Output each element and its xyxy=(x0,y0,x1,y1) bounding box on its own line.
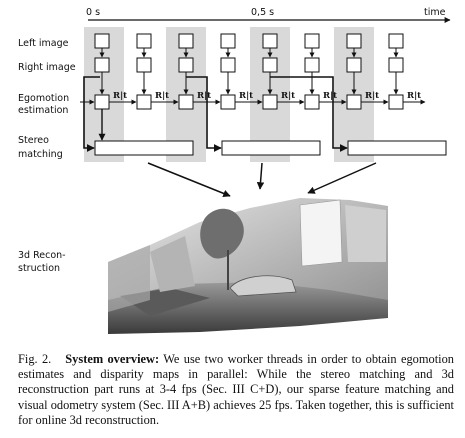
rt-label-6: R|t xyxy=(323,91,337,101)
left-image-box-5 xyxy=(262,33,278,49)
right-image-box-5 xyxy=(262,57,278,73)
row-label-stereo-2: matching xyxy=(18,149,63,160)
right-image-box-6 xyxy=(304,57,320,73)
caption-body: We use two worker threads in order to ob… xyxy=(18,352,454,427)
egomotion-box-4 xyxy=(220,94,236,110)
rt-label-8: R|t xyxy=(407,91,421,101)
row-label-egomotion-2: estimation xyxy=(18,105,68,116)
rt-label-5: R|t xyxy=(281,91,295,101)
stereo-to-recon-arrow-1 xyxy=(147,162,231,197)
right-image-box-7 xyxy=(346,57,362,73)
stereo-matching-blocks xyxy=(83,76,447,156)
stereo-feed-bracket-1 xyxy=(83,76,100,152)
left-image-box-1 xyxy=(94,33,110,49)
stereo-feed-bracket-3 xyxy=(270,76,348,152)
figure-caption: Fig. 2. System overview: We use two worke… xyxy=(18,352,454,428)
left-image-box-2 xyxy=(136,33,152,49)
right-image-box-3 xyxy=(178,57,194,73)
stereo-to-recon-arrow-2 xyxy=(256,162,265,190)
egomotion-box-5 xyxy=(262,94,278,110)
reconstruction-image xyxy=(108,198,388,334)
stereo-feed-bracket-2 xyxy=(186,76,222,152)
egomotion-box-8 xyxy=(388,94,404,110)
row-label-right-image: Right image xyxy=(18,62,76,73)
egomotion-box-1 xyxy=(94,94,110,110)
row-label-left-image: Left image xyxy=(18,38,69,49)
left-image-box-8 xyxy=(388,33,404,49)
right-image-box-1 xyxy=(94,57,110,73)
stereo-to-recon-arrow-3 xyxy=(307,162,377,194)
egomotion-box-3 xyxy=(178,94,194,110)
left-image-box-3 xyxy=(178,33,194,49)
stereo-matching-block-2 xyxy=(221,140,321,156)
timeline-mid-label: 0,5 s xyxy=(251,7,274,18)
rt-label-2: R|t xyxy=(155,91,169,101)
rt-label-3: R|t xyxy=(197,91,211,101)
egomotion-box-7 xyxy=(346,94,362,110)
rt-label-7: R|t xyxy=(365,91,379,101)
timeline-start-label: 0 s xyxy=(86,7,100,18)
caption-heading: System overview: xyxy=(65,352,160,366)
egomotion-box-2 xyxy=(136,94,152,110)
row-label-egomotion-1: Egomotion xyxy=(18,93,69,104)
rt-label-4: R|t xyxy=(239,91,253,101)
rt-label-1: R|t xyxy=(113,91,127,101)
egomotion-box-6 xyxy=(304,94,320,110)
right-image-box-2 xyxy=(136,57,152,73)
pipeline-grid: R|t R|t R|t R|t R|t R|t R|t R|t xyxy=(80,33,426,110)
stereo-matching-block-1 xyxy=(94,140,194,156)
right-image-box-4 xyxy=(220,57,236,73)
right-image-box-8 xyxy=(388,57,404,73)
left-image-box-4 xyxy=(220,33,236,49)
left-image-box-7 xyxy=(346,33,362,49)
row-label-recon-2: struction xyxy=(18,263,60,274)
row-label-recon-1: 3d Recon- xyxy=(18,250,66,261)
timeline-end-label: time xyxy=(424,7,446,18)
caption-figure-number: Fig. 2. xyxy=(18,352,52,366)
row-label-stereo-1: Stereo xyxy=(18,135,49,146)
left-image-box-6 xyxy=(304,33,320,49)
stereo-matching-block-3 xyxy=(347,140,447,156)
